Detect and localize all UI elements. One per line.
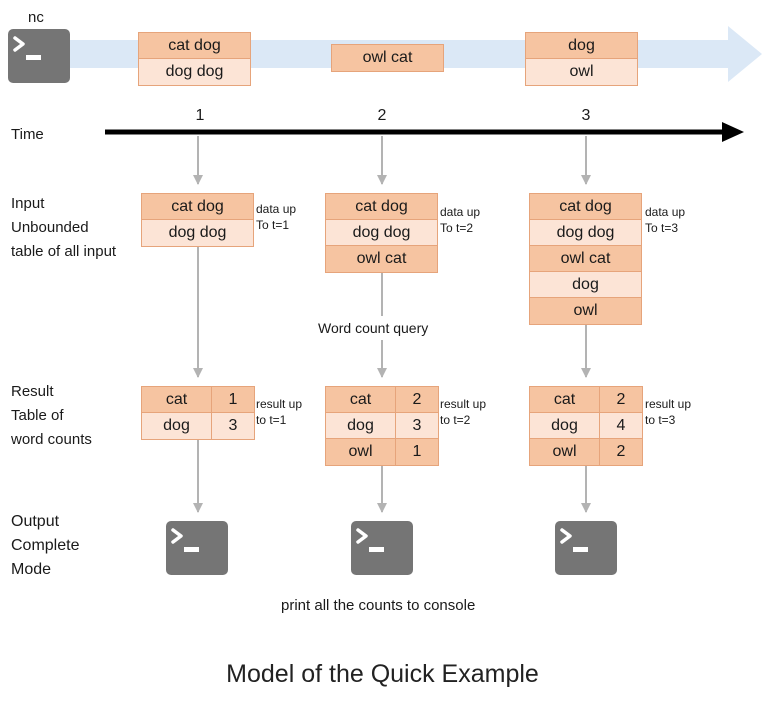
source-label: nc (28, 9, 44, 26)
result-count: 1 (412, 443, 422, 460)
time-tick-2: 2 (377, 107, 387, 124)
result-row-label: Result Table of word counts (11, 383, 92, 448)
result-table-3: cat 2 dog 4 owl 2 (529, 386, 643, 466)
terminal-icon (356, 528, 384, 552)
result-table-2: cat 2 dog 3 owl 1 (325, 386, 439, 466)
input-note-2: data up To t=2 (440, 205, 481, 235)
result-word: cat (530, 387, 600, 412)
result-count: 4 (616, 417, 626, 434)
result-row: cat 2 (326, 387, 438, 413)
stream-line: dog dog (139, 59, 250, 85)
time-tick-3: 3 (581, 107, 591, 124)
output-terminal-3[interactable] (555, 521, 617, 575)
stream-batch-2: owl cat (331, 44, 444, 72)
input-row: owl cat (530, 246, 641, 272)
input-row: cat dog (142, 194, 253, 220)
output-terminal-1[interactable] (166, 521, 228, 575)
result-word: dog (530, 413, 600, 438)
result-row: cat 1 (142, 387, 254, 413)
input-table-3: cat dog dog dog owl cat dog owl (529, 193, 642, 325)
result-word: cat (326, 387, 396, 412)
result-row: dog 4 (530, 413, 642, 439)
time-axis-arrowhead (722, 122, 744, 142)
input-row: cat dog (326, 194, 437, 220)
stream-line: owl (526, 59, 637, 85)
result-count: 3 (228, 417, 238, 434)
result-word: owl (530, 439, 600, 465)
input-row: dog dog (142, 220, 253, 246)
terminal-icon (560, 528, 588, 552)
result-count: 2 (616, 391, 626, 408)
stream-batch-1: cat dog dog dog (138, 32, 251, 86)
result-note-3: result up to t=3 (645, 397, 692, 427)
result-row: dog 3 (326, 413, 438, 439)
output-terminal-2[interactable] (351, 521, 413, 575)
input-row: owl (530, 298, 641, 324)
input-row-label: Input Unbounded table of all input (11, 195, 117, 260)
input-row: dog dog (530, 220, 641, 246)
result-count: 1 (228, 391, 238, 408)
input-note-3: data up To t=3 (645, 205, 686, 235)
stream-batch-3: dog owl (525, 32, 638, 86)
result-row: owl 2 (530, 439, 642, 465)
stream-line: dog (526, 33, 637, 59)
result-count: 2 (412, 391, 422, 408)
time-tick-1: 1 (195, 107, 205, 124)
terminal-icon (13, 36, 41, 60)
result-table-1: cat 1 dog 3 (141, 386, 255, 440)
console-label: print all the counts to console (281, 597, 476, 614)
query-label: Word count query (318, 320, 429, 336)
result-row: owl 1 (326, 439, 438, 465)
stream-line: cat dog (139, 33, 250, 59)
result-count: 2 (616, 443, 626, 460)
result-word: dog (326, 413, 396, 438)
input-note-1: data up To t=1 (256, 202, 297, 232)
result-word: owl (326, 439, 396, 465)
result-row: dog 3 (142, 413, 254, 439)
result-count: 3 (412, 417, 422, 434)
input-table-2: cat dog dog dog owl cat (325, 193, 438, 273)
result-row: cat 2 (530, 387, 642, 413)
result-note-2: result up to t=2 (440, 397, 487, 427)
input-table-1: cat dog dog dog (141, 193, 254, 247)
result-word: cat (142, 387, 212, 412)
input-row: dog dog (326, 220, 437, 246)
source-terminal[interactable] (8, 29, 70, 83)
time-axis-label: Time (11, 126, 44, 143)
stream-line: owl cat (332, 45, 443, 71)
input-row: cat dog (530, 194, 641, 220)
input-row: dog (530, 272, 641, 298)
diagram-caption: Model of the Quick Example (226, 660, 539, 688)
terminal-icon (171, 528, 199, 552)
input-row: owl cat (326, 246, 437, 272)
output-row-label: Output Complete Mode (11, 513, 80, 578)
result-word: dog (142, 413, 212, 439)
result-note-1: result up to t=1 (256, 397, 303, 427)
